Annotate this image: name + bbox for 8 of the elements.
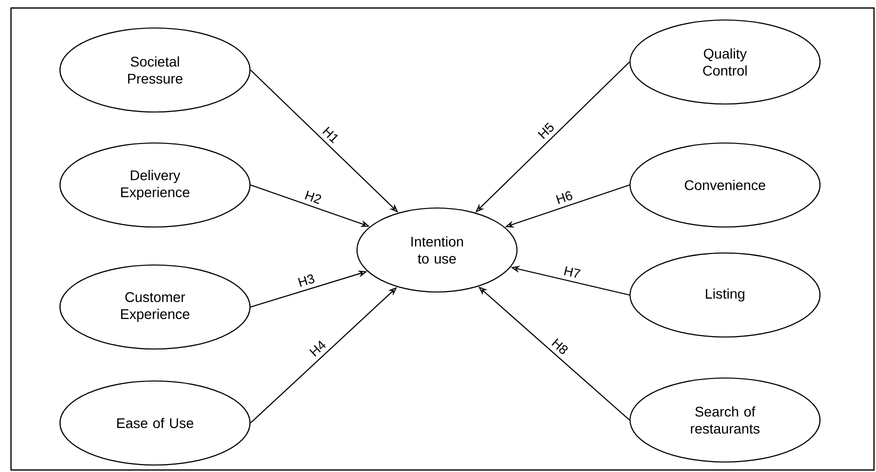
edge-label: H7: [564, 266, 581, 278]
edge-label: H2: [304, 190, 322, 204]
edge-label: H6: [556, 191, 572, 204]
edge-label: H1: [322, 126, 338, 144]
edge-label: H8: [552, 338, 568, 354]
edge-label: H5: [538, 122, 554, 139]
edge-label: H4: [309, 340, 326, 357]
edge-label: H3: [298, 274, 314, 287]
